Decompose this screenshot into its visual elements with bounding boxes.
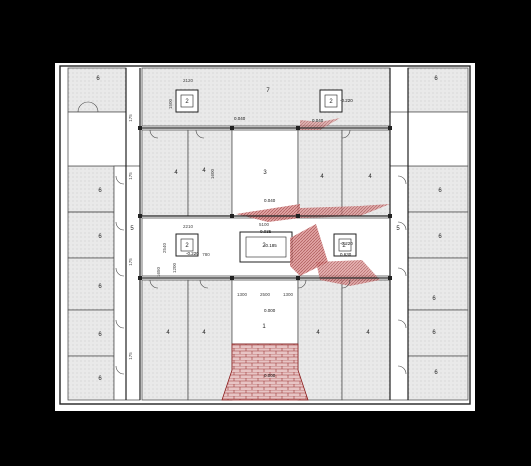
room-label: 6 bbox=[96, 76, 100, 82]
room-label: 6 bbox=[98, 376, 102, 382]
level-mark: -0.220 bbox=[340, 98, 353, 103]
level-mark: -0.220 bbox=[340, 241, 353, 246]
room-label: 3 bbox=[263, 170, 267, 176]
dimension: 2500 bbox=[260, 292, 271, 297]
outer-wall bbox=[59, 65, 471, 405]
dimension: 175 bbox=[128, 114, 133, 122]
room-label: 5 bbox=[130, 226, 134, 232]
room-label: 6 bbox=[432, 296, 436, 302]
hatched-areas bbox=[236, 118, 390, 286]
dimension-labels: 2120 5100 2210 1300 2500 1300 1500 1600 … bbox=[128, 78, 294, 360]
room-label: 2 bbox=[329, 99, 333, 105]
room-labels: 6 6 6 6 6 6 6 6 6 6 6 6 7 3 1 5 5 2 2 2 … bbox=[96, 76, 442, 382]
level-mark: 0.040 bbox=[312, 118, 324, 123]
dimension: 1300 bbox=[283, 292, 294, 297]
room-label: 4 bbox=[202, 168, 206, 174]
room-label: 4 bbox=[316, 330, 320, 336]
left-wing bbox=[67, 67, 141, 401]
columns bbox=[138, 126, 392, 280]
doors bbox=[77, 101, 407, 375]
room-label: 6 bbox=[98, 332, 102, 338]
room-label: 6 bbox=[98, 234, 102, 240]
room-label: 4 bbox=[166, 330, 170, 336]
room-label: 2 bbox=[185, 99, 189, 105]
room-label: 4 bbox=[368, 174, 372, 180]
room-label: 6 bbox=[438, 188, 442, 194]
dimension: 175 bbox=[128, 352, 133, 360]
level-mark: 0.630 bbox=[340, 252, 352, 257]
level-mark: 0.000 bbox=[264, 308, 276, 313]
level-mark: 0.035 bbox=[260, 229, 272, 234]
room-label: 6 bbox=[438, 234, 442, 240]
dimension: 1300 bbox=[237, 292, 248, 297]
room-label: 4 bbox=[174, 170, 178, 176]
room-label: 2 bbox=[262, 243, 266, 249]
room-label: 6 bbox=[434, 370, 438, 376]
level-mark: -0.185 bbox=[264, 243, 277, 248]
room-label: 4 bbox=[366, 330, 370, 336]
room-label: 6 bbox=[434, 76, 438, 82]
dimension: 175 bbox=[128, 172, 133, 180]
dimension: 1650 bbox=[156, 266, 161, 277]
square-structures bbox=[175, 89, 357, 263]
room-label: 4 bbox=[202, 330, 206, 336]
dimension: 1200 bbox=[172, 262, 177, 273]
dimension: 780 bbox=[202, 252, 210, 257]
interior-walls bbox=[125, 68, 409, 400]
level-mark: -0.220 bbox=[186, 251, 199, 256]
dimension: 2210 bbox=[183, 224, 194, 229]
room-label: 7 bbox=[266, 88, 270, 94]
right-wing bbox=[389, 67, 469, 401]
room-label: 6 bbox=[98, 284, 102, 290]
room-label: 6 bbox=[98, 188, 102, 194]
room-label: 2 bbox=[342, 243, 346, 249]
room-label: 1 bbox=[262, 324, 266, 330]
dimension: 5100 bbox=[259, 222, 270, 227]
dimension: 175 bbox=[128, 258, 133, 266]
dimension: 1600 bbox=[210, 168, 215, 179]
dimension: 2540 bbox=[162, 242, 167, 253]
room-label: 5 bbox=[396, 226, 400, 232]
level-mark: 0.000 bbox=[264, 373, 276, 378]
room-label: 4 bbox=[320, 174, 324, 180]
level-marks: -0.220 0.040 0.040 -0.185 0.035 -0.220 0… bbox=[186, 98, 353, 378]
room-label: 6 bbox=[432, 330, 436, 336]
level-mark: 0.040 bbox=[234, 116, 246, 121]
entrance-steps bbox=[221, 343, 309, 401]
level-mark: 0.040 bbox=[264, 198, 276, 203]
room-label: 2 bbox=[185, 243, 189, 249]
dimension: 2120 bbox=[183, 78, 194, 83]
dimension: 1500 bbox=[168, 98, 173, 109]
